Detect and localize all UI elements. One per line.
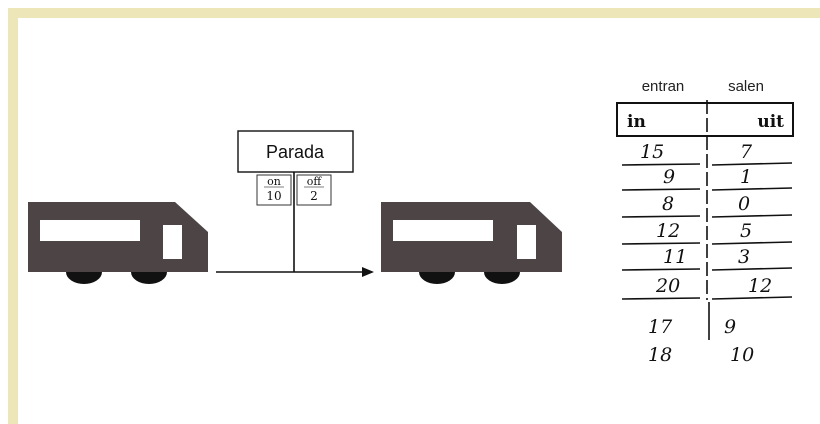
bus-right-wheel-rear	[484, 272, 520, 284]
stop-sign-board	[237, 130, 354, 173]
bus-right-door	[517, 225, 536, 259]
table-row-line-out	[711, 267, 793, 271]
table-cell-out: 7	[740, 141, 753, 163]
table-row-line-out	[711, 162, 793, 166]
table-row-line-in	[621, 268, 701, 271]
col-uit-label: uit	[757, 112, 784, 132]
off-value: 2	[310, 189, 318, 203]
on-value: 10	[266, 189, 281, 203]
table-cell-in: 11	[663, 246, 687, 268]
table-cell-in: 20	[655, 275, 680, 297]
table-row-line-out	[711, 296, 793, 300]
on-count-box	[256, 174, 292, 206]
bus-left-wheel-rear	[131, 272, 167, 284]
table-row-line-out	[711, 214, 793, 218]
bus-left	[28, 202, 208, 284]
table-cell-out: 1	[740, 166, 752, 188]
bus-right-window	[393, 220, 493, 241]
table-cell-in: 8	[662, 193, 674, 215]
header-salen: salen	[728, 78, 764, 95]
stop-sign-label: Parada	[266, 142, 325, 162]
table-cell-out: 12	[748, 275, 772, 297]
frame-left-border	[8, 8, 18, 424]
bus-right	[381, 202, 562, 284]
table-row-line-out	[711, 187, 793, 191]
off-count-box	[296, 174, 332, 206]
frame-top-border	[8, 8, 820, 18]
table-cell-in: 15	[640, 141, 664, 163]
table-cell-out: 3	[738, 246, 750, 268]
table-row-line-in	[621, 297, 701, 300]
table-row-line-in	[621, 215, 701, 218]
off-label: off	[307, 175, 323, 188]
on-label: on	[267, 175, 281, 188]
bus-right-wheel-front	[419, 272, 455, 284]
table-cell-out: 10	[730, 344, 754, 366]
bus-left-wheel-front	[66, 272, 102, 284]
bus-stop-sign: Parada on off 10 2	[237, 130, 354, 272]
table-row-line-in	[621, 188, 701, 191]
table-cell-out: 5	[740, 220, 752, 242]
table-cell-in: 17	[648, 316, 673, 338]
table-header-box	[616, 102, 794, 137]
bus-left-window	[40, 220, 140, 241]
table-cell-in: 18	[648, 344, 672, 366]
bus-left-door	[163, 225, 182, 259]
col-in-label: in	[627, 112, 646, 132]
header-entran: entran	[642, 78, 685, 95]
table-row-line-out	[711, 241, 793, 245]
table-cell-in: 12	[656, 220, 680, 242]
table-cell-out: 0	[738, 193, 750, 215]
table-row-line-in	[621, 242, 701, 245]
table-cell-out: 9	[724, 316, 736, 338]
table-cell-in: 9	[663, 166, 675, 188]
table-row-line-in	[621, 163, 701, 166]
